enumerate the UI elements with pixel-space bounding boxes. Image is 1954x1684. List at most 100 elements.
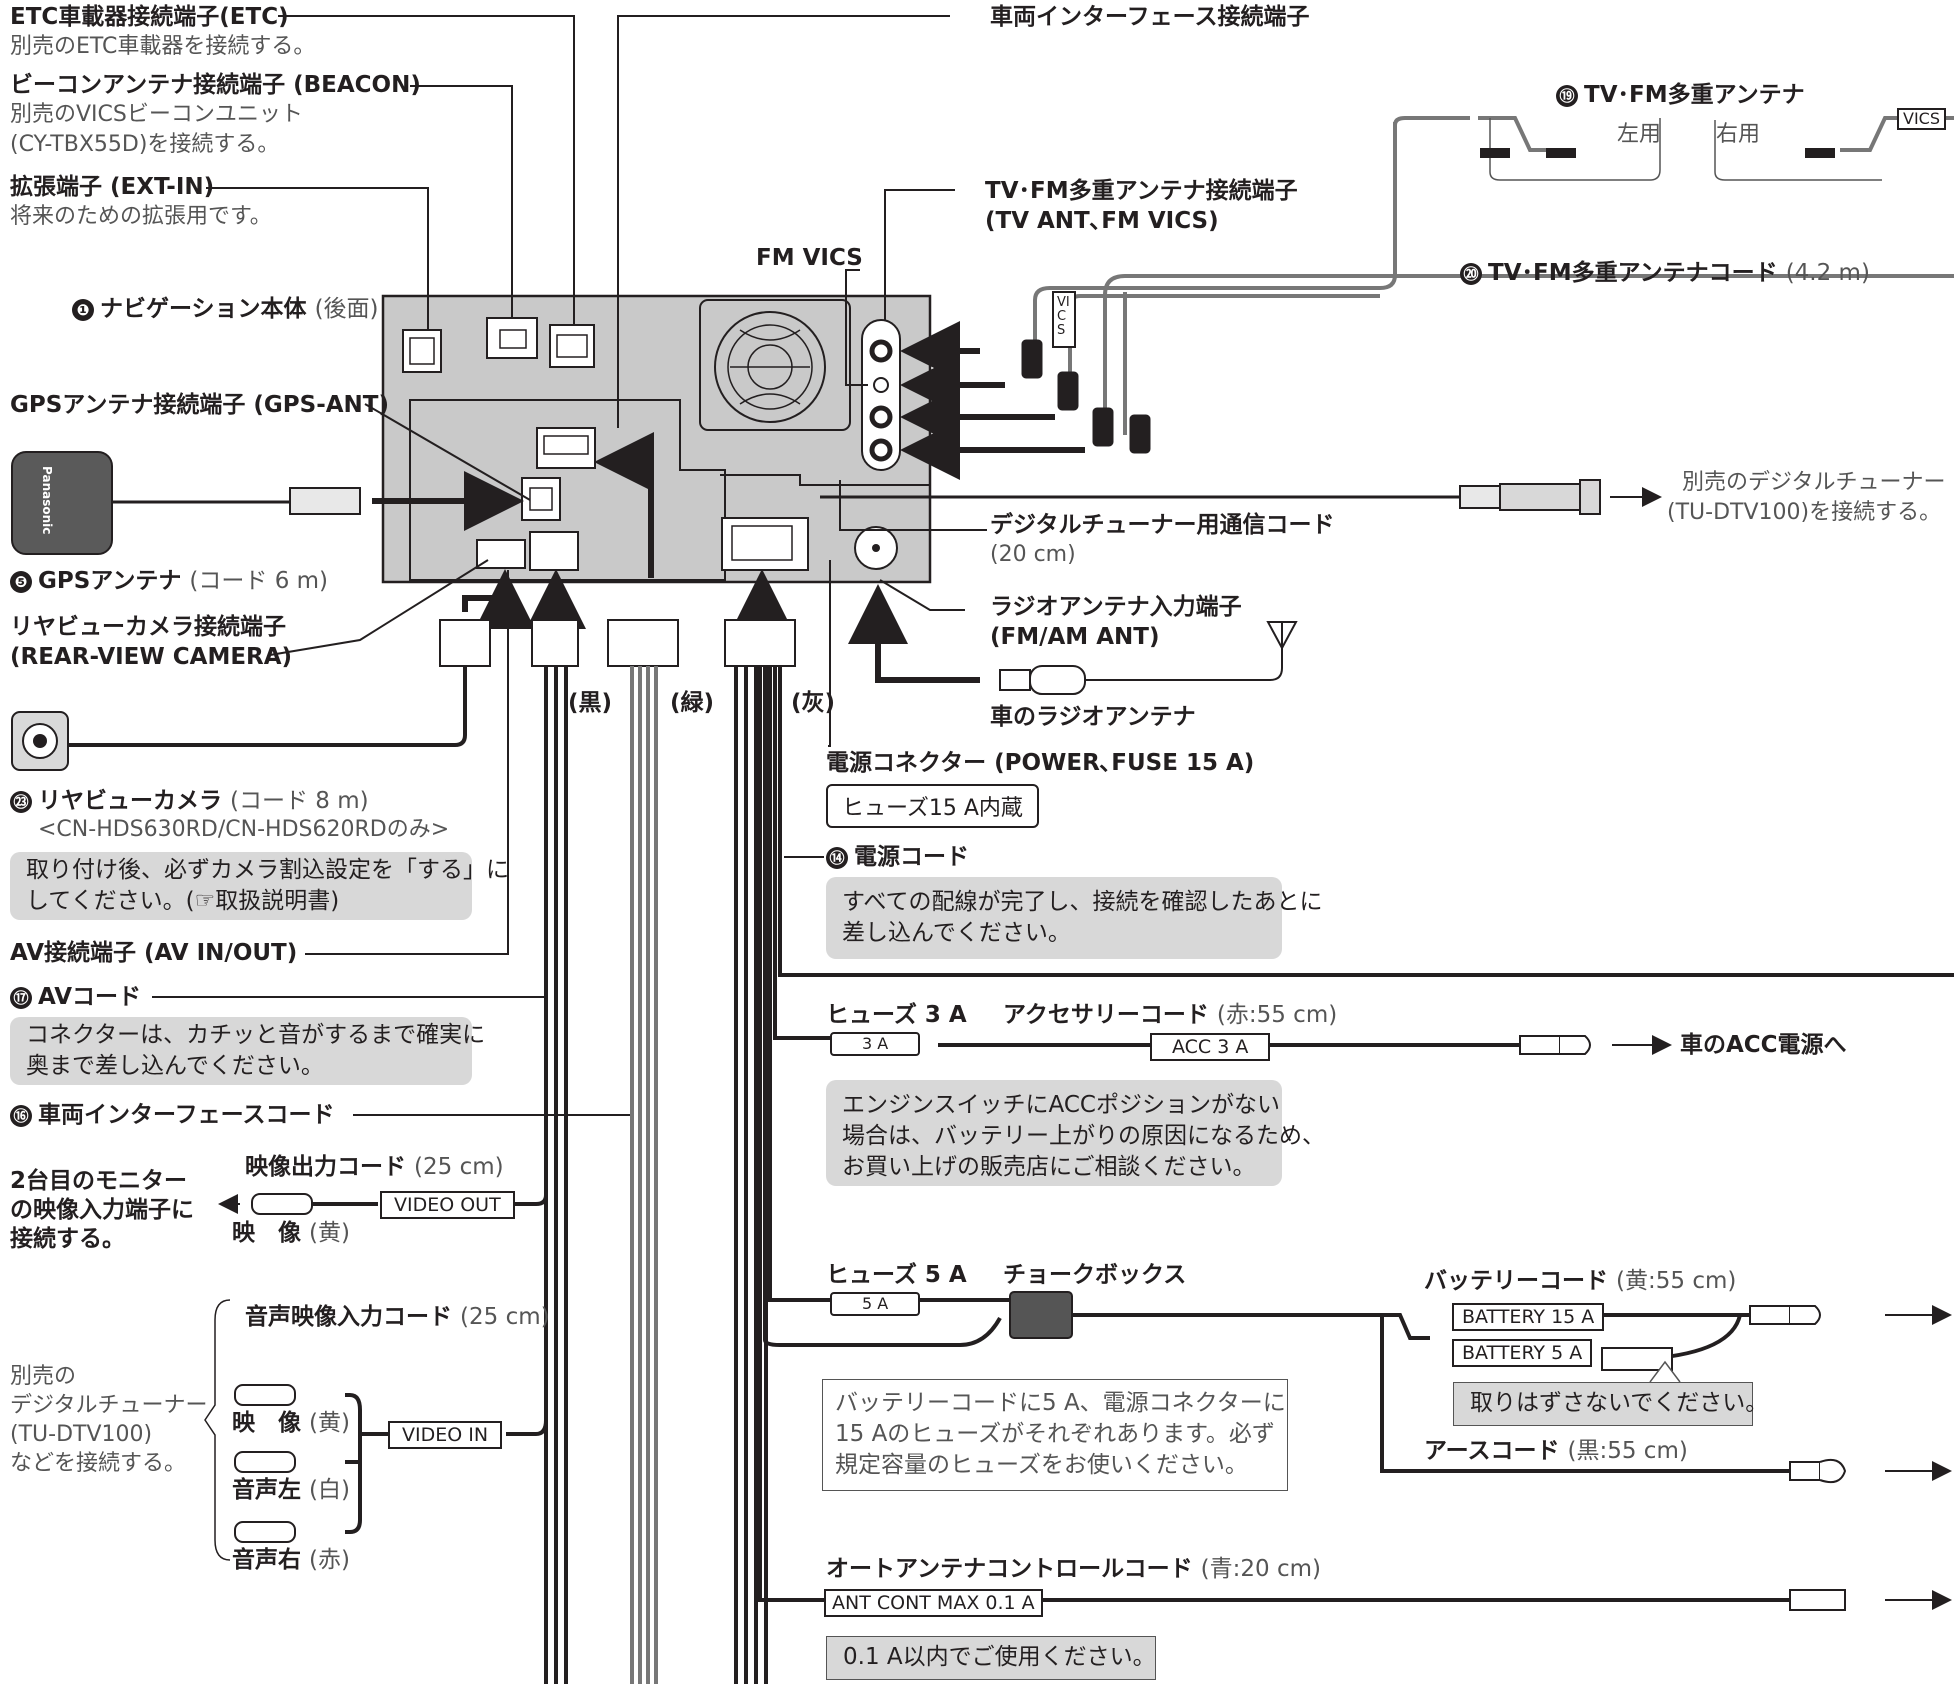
ant-cont-cord-label: オートアンテナコントロールコード (青:20 cm) [826, 1554, 1321, 1584]
battery-cord-sub: (黄:55 cm) [1616, 1268, 1737, 1294]
tv-cord-number: ⑳ [1460, 263, 1482, 285]
battery5-tag: BATTERY 5 A [1452, 1339, 1593, 1367]
nav-unit-sub: (後面) [314, 296, 379, 322]
connector-housings [439, 619, 796, 667]
tv-antenna-jacks [861, 319, 901, 471]
car-radio-label: 車のラジオアンテナ [990, 704, 1196, 730]
acc-cord-sub: (赤:55 cm) [1216, 1002, 1338, 1028]
dtuner-ext-3: (TU-DTV100) [10, 1422, 153, 1447]
radio-port-label-1: ラジオアンテナ入力端子 [990, 594, 1242, 620]
av-cord-note: コネクターは、カチッと音がするまで確実に 奥まで差し込んでください。 [10, 1017, 485, 1085]
vehicle-if-cord-title: 車両インターフェースコード [38, 1102, 335, 1128]
nav-unit-number: ❶ [72, 299, 94, 321]
vics-tag: VICS [1897, 108, 1946, 130]
plug-right-color: (赤) [309, 1547, 350, 1573]
bracket [204, 1299, 231, 1561]
plug-left-color: (白) [309, 1477, 350, 1503]
power-cord-title: 電源コード [854, 844, 969, 870]
av-cords [312, 1180, 548, 1534]
power-cord-label: ⑭ 電源コード [826, 842, 969, 872]
acc-cord-label: アクセサリーコード (赤:55 cm) [1003, 1000, 1337, 1030]
gps-antenna-title: GPSアンテナ [38, 568, 182, 594]
fm-vics-label: FM VICS [756, 245, 863, 271]
earth-cord-label: アースコード (黒:55 cm) [1424, 1436, 1688, 1466]
acc-terminal [1519, 1035, 1672, 1055]
rca-plugs [218, 1193, 313, 1543]
dtv-cord-title: デジタルチューナー用通信コード [990, 512, 1335, 538]
car-radio-antenna [999, 621, 1298, 695]
plug-right-label: 音声右 (赤) [232, 1545, 350, 1575]
beacon-port-desc-1: 別売のVICSビーコンユニット [10, 102, 303, 127]
plug-video-color: (黄) [309, 1410, 350, 1436]
choke-box-label: チョークボックス [1003, 1262, 1187, 1288]
fuse3-label: ヒューズ 3 A [826, 1002, 967, 1028]
black-connector-label: (黒) [568, 690, 613, 716]
dtuner-ext-1: 別売の [10, 1364, 77, 1389]
rear-camera-note: 取り付け後、必ずカメラ割込設定を「する」に してください。(☞取扱説明書) [10, 852, 509, 920]
tv-antenna-left: 左用 [1617, 122, 1662, 147]
tv-antenna-clips [1480, 148, 1835, 158]
tv-cord-title: TV･FM多重アンテナコード [1488, 260, 1778, 286]
gps-antenna-sub: (コード 6 m) [189, 568, 329, 594]
choke-box [1009, 1291, 1073, 1339]
av-cord-number: ⑰ [10, 987, 32, 1009]
vics-plug-tag: VICS [1057, 295, 1070, 338]
av-port-label: AV接続端子 (AV IN/OUT) [10, 940, 298, 966]
tv-port-label-1: TV･FM多重アンテナ接続端子 [985, 178, 1298, 204]
no-remove-note: 取りはずさないでください。 [1453, 1382, 1768, 1426]
gray-connector-label: (灰) [791, 690, 836, 716]
battery-cord-title: バッテリーコード [1424, 1268, 1608, 1294]
second-monitor-1: 2台目のモニター [10, 1168, 188, 1194]
fuse15-box: ヒューズ15 A内蔵 [826, 784, 1039, 828]
av-in-cord-label: 音声映像入力コード (25 cm) [245, 1302, 550, 1332]
vehicle-if-cord-label: ⑯ 車両インターフェースコード [10, 1100, 334, 1130]
vertical-cords [544, 666, 768, 1684]
dtuner-ext-2: デジタルチューナー [10, 1393, 208, 1418]
fuse5-label: ヒューズ 5 A [826, 1262, 967, 1288]
av-in-cord-title: 音声映像入力コード [245, 1304, 452, 1330]
power-note: すべての配線が完了し、接続を確認したあとに 差し込んでください。 [826, 877, 1322, 959]
video-in-tag: VIDEO IN [388, 1421, 503, 1449]
av-cord-title: AVコード [38, 984, 142, 1010]
second-monitor-2: の映像入力端子に [10, 1197, 194, 1223]
acc-note: エンジンスイッチにACCポジションがない 場合は、バッテリー上がりの原因になるた… [826, 1080, 1325, 1186]
battery-cord-label: バッテリーコード (黄:55 cm) [1424, 1266, 1736, 1296]
acc-dest-label: 車のACC電源へ [1680, 1032, 1847, 1058]
tv-cord-label: ⑳ TV･FM多重アンテナコード (4.2 m) [1460, 258, 1870, 288]
dtv-cord-sub: (20 cm) [990, 542, 1076, 567]
tv-cord-sub: (4.2 m) [1785, 260, 1870, 286]
video-out-cord-title: 映像出力コード [245, 1154, 406, 1180]
tv-antenna-plugs [1021, 291, 1151, 454]
ext-port-desc: 将来のための拡張用です。 [10, 204, 272, 229]
green-connector-label: (緑) [670, 690, 715, 716]
nav-unit-label: ❶ ナビゲーション本体 (後面) [72, 294, 379, 324]
gps-antenna [11, 451, 361, 555]
ant-cont-tag: ANT CONT MAX 0.1 A [824, 1589, 1043, 1617]
ant-cont-cord-sub: (青:20 cm) [1200, 1556, 1321, 1582]
fuse-capacity-note: バッテリーコードに5 A、電源コネクターに 15 Aのヒューズがそれぞれあります… [822, 1379, 1288, 1491]
rear-port-label-1: リヤビューカメラ接続端子 [10, 614, 286, 640]
rear-port-label-2: (REAR-VIEW CAMERA) [10, 644, 293, 670]
rear-view-camera-port [476, 539, 526, 569]
plug-left-name: 音声左 [232, 1477, 301, 1503]
tv-port-label-2: (TV ANT､FM VICS) [985, 208, 1219, 234]
plug-left-label: 音声左 (白) [232, 1475, 350, 1505]
dtv-separate-2: (TU-DTV100)を接続する。 [1667, 500, 1942, 525]
digital-tuner-cord [820, 479, 1662, 515]
power-cord-number: ⑭ [826, 847, 848, 869]
etc-port-title: ETC車載器接続端子(ETC) [10, 4, 289, 30]
rear-camera-title: リヤビューカメラ [38, 788, 222, 814]
video-out-tag: VIDEO OUT [380, 1191, 515, 1219]
av-cord-label: ⑰ AVコード [10, 982, 141, 1012]
nav-unit-title: ナビゲーション本体 [100, 296, 307, 322]
rear-camera-sub: (コード 8 m) [230, 788, 369, 814]
vehicle-if-cord-number: ⑯ [10, 1105, 32, 1127]
beacon-port [486, 317, 538, 359]
plug-video-label: 映 像 (黄) [232, 1408, 350, 1438]
ant-cont-note: 0.1 A以内でご使用ください。 [826, 1636, 1156, 1680]
navigation-unit-rear [381, 294, 932, 584]
